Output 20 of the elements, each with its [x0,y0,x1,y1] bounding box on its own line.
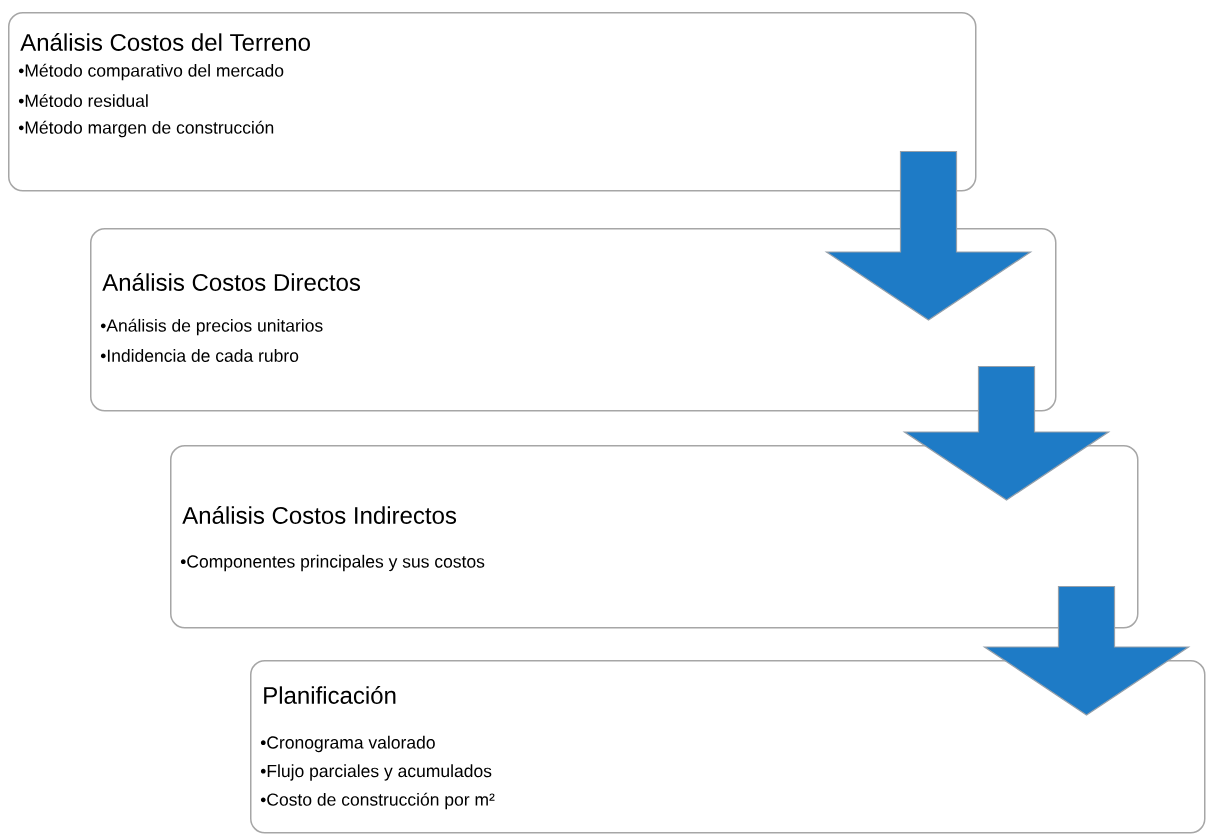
bullet-item: •Método comparativo del mercado [18,63,284,81]
block-arrow [982,585,1191,716]
bullet-item: •Método margen de construcción [18,120,274,138]
bullet-item: •Componentes principales y sus costos [180,554,485,572]
bullet-item: •Cronograma valorado [260,735,435,753]
block-arrow [824,150,1033,321]
bullet-item: •Flujo parciales y acumulados [260,764,492,781]
box-heading: Análisis Costos del Terreno [20,33,310,51]
process-box [250,660,1206,834]
box-heading: Planificación [264,686,396,704]
bullet-item: •Costo de construcción por m² [260,792,495,810]
box-heading: Análisis Costos Indirectos [182,506,457,524]
process-box [8,12,977,192]
process-box [90,228,1057,412]
bullet-item: •Indidencia de cada rubro [100,349,299,362]
block-arrow [902,365,1111,501]
process-box [170,445,1139,629]
box-heading: Análisis Costos Directos [102,273,361,291]
bullet-item: •Método residual [18,93,148,108]
bullet-item: •Análisis de precios unitarios [100,318,323,336]
